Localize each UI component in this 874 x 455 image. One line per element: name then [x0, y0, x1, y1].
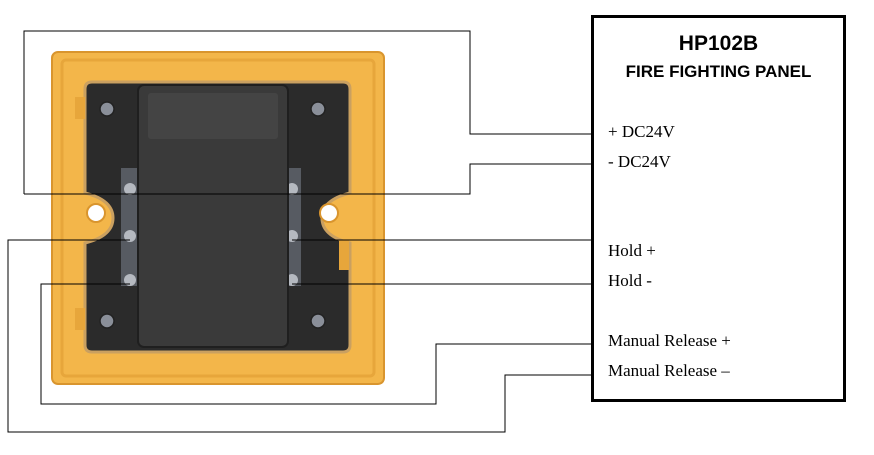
- wire-dc24v-plus: [23, 30, 591, 194]
- screw-top-right: [310, 101, 326, 117]
- wire-manual-release-minus: [7, 239, 591, 433]
- terminal-manual-release-minus: Manual Release –: [608, 361, 730, 380]
- terminal-dc24v-minus: - DC24V: [608, 152, 671, 171]
- terminal-screw: [124, 230, 136, 242]
- terminal-screw: [124, 274, 136, 286]
- fire-fighting-panel: HP102B FIRE FIGHTING PANEL + DC24V - DC2…: [591, 15, 846, 402]
- frame-tab: [75, 308, 85, 330]
- frame-tab: [75, 97, 85, 119]
- panel-model: HP102B: [678, 32, 759, 55]
- terminal-hold-minus: Hold -: [608, 271, 652, 290]
- device-frame-inner-edge: [60, 58, 376, 378]
- wire-dc24v-minus: [24, 163, 591, 195]
- wiring: [7, 30, 591, 433]
- screw-top-left: [99, 101, 115, 117]
- terminal-manual-release-plus: Manual Release +: [608, 331, 731, 350]
- device-cover: [137, 84, 289, 348]
- device-cover-top-panel: [148, 93, 278, 139]
- screw-bottom-left: [99, 313, 115, 329]
- terminal-dc24v-plus: + DC24V: [608, 122, 675, 141]
- terminal-hold-plus: Hold +: [608, 241, 656, 260]
- left-terminal-block: [121, 168, 139, 286]
- left-mounting-hole: [86, 203, 106, 223]
- screw-bottom-right: [310, 313, 326, 329]
- frame-tab: [339, 240, 349, 270]
- wire-manual-release-plus: [40, 283, 591, 405]
- manual-release-device: [51, 51, 385, 385]
- panel-name: FIRE FIGHTING PANEL: [625, 62, 812, 81]
- right-mounting-hole: [319, 203, 339, 223]
- terminal-screw: [124, 183, 136, 195]
